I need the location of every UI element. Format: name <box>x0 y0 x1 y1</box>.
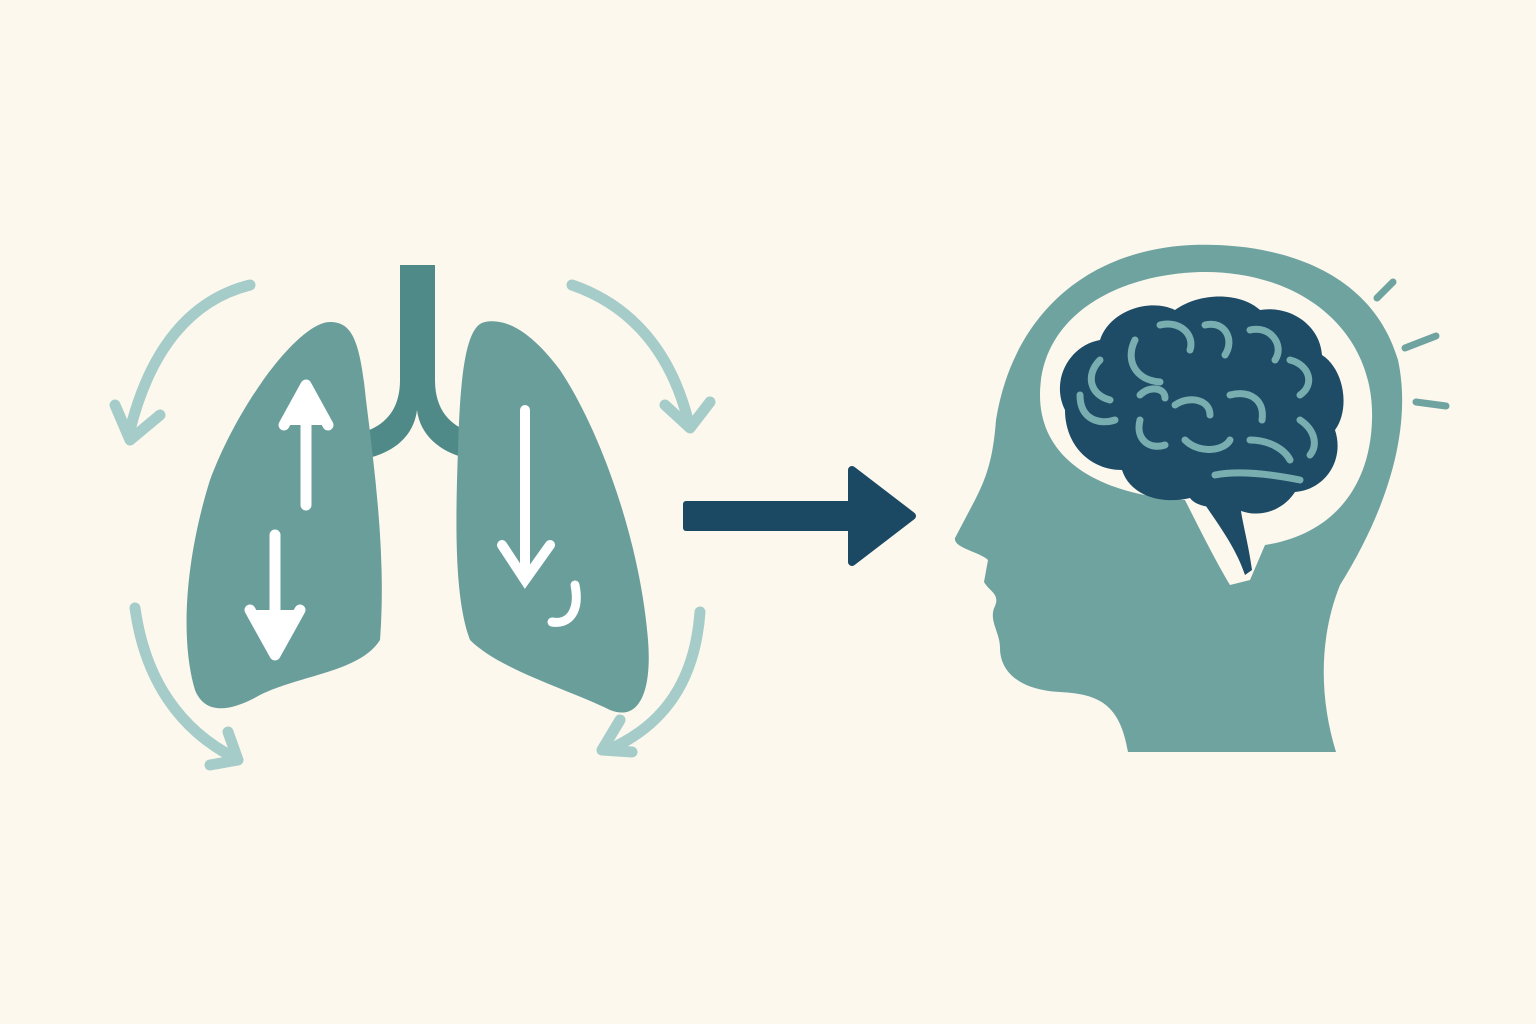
right-arrow-icon <box>683 466 916 566</box>
inhale-up-arrow-icon <box>278 379 334 511</box>
lungs-icon <box>186 265 649 713</box>
brain-folds <box>1076 320 1318 484</box>
sparkle-lines-icon <box>1373 278 1450 410</box>
bronchi <box>364 265 470 458</box>
highlight-arc <box>547 580 581 627</box>
right-lung <box>456 321 649 713</box>
breathing-cycle-arrows-icon <box>109 279 716 771</box>
left-lung <box>186 322 382 709</box>
brain-icon <box>1059 296 1344 575</box>
head-profile-icon <box>954 244 1450 752</box>
exhale-down-arrow-icon <box>244 529 306 661</box>
down-arrow-icon <box>497 405 555 589</box>
